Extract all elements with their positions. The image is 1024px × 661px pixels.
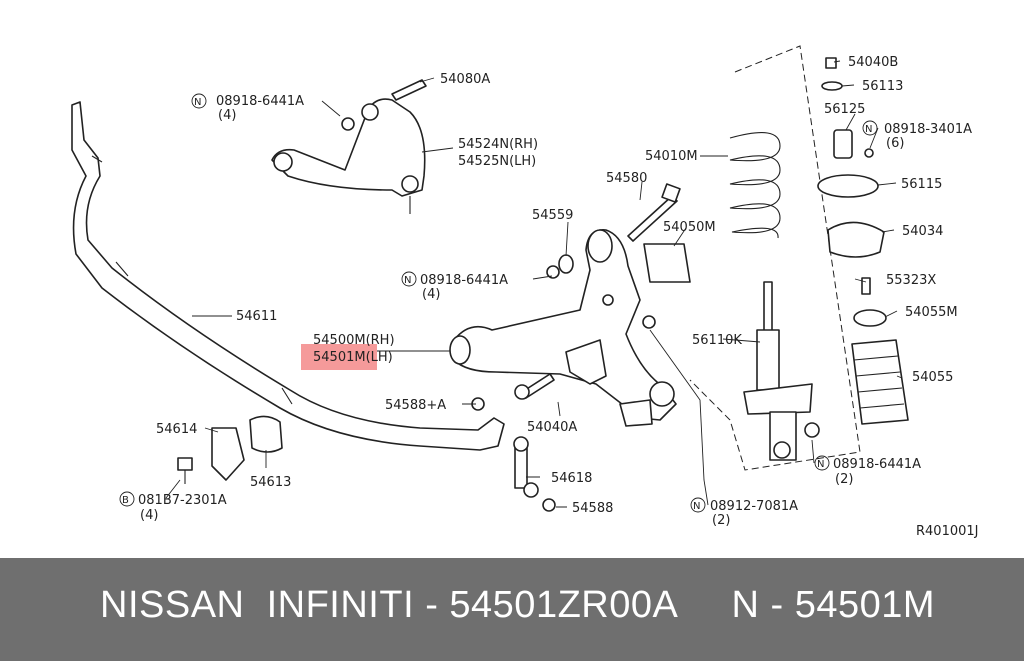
label-54613: 54613 [250, 475, 291, 490]
circle-n-icon: N [404, 275, 411, 286]
label-54580: 54580 [606, 171, 647, 186]
label-54080A: 54080A [440, 72, 490, 87]
label-08912-7081A: 08912-7081A [710, 499, 798, 514]
label-54040B: 54040B [848, 55, 898, 70]
label-08918-6441A-bottom: 08918-6441A [833, 457, 921, 472]
label-08918-6441A-top: 08918-6441A [216, 94, 304, 109]
label-56115: 56115 [901, 177, 942, 192]
qty-081B7-2301A: (4) [140, 508, 158, 523]
label-54055M: 54055M [905, 305, 958, 320]
part-number-footer: NISSAN INFINITI - 54501ZR00A N - 54501M [0, 558, 1024, 661]
qty-08918-3401A: (6) [886, 136, 904, 151]
part-labels: 54080A N 08918-6441A (4) 54524N(RH) 5452… [119, 55, 979, 539]
stabilizer-bar-drawing [71, 101, 505, 451]
label-54055: 54055 [912, 370, 953, 385]
circle-b-icon: B [122, 495, 129, 506]
label-54588: 54588 [572, 501, 613, 516]
label-08918-6441A-mid: 08918-6441A [420, 273, 508, 288]
label-54559: 54559 [532, 208, 573, 223]
circle-n-icon: N [817, 459, 824, 470]
label-54050M: 54050M [663, 220, 716, 235]
circle-n-icon: N [194, 97, 201, 108]
qty-08918-6441A-mid: (4) [422, 287, 440, 302]
label-56110K: 56110K [692, 333, 742, 348]
reference-code: R401001J [916, 524, 979, 539]
circle-n-icon: N [865, 124, 872, 135]
leader-lines [165, 60, 903, 508]
label-54500M: 54500M(RH) [313, 333, 395, 348]
footer-part-numbers: NISSAN INFINITI - 54501ZR00A N - 54501M [100, 584, 936, 626]
lower-link-drawing [449, 229, 677, 427]
label-08918-3401A: 08918-3401A [884, 122, 972, 137]
label-54614: 54614 [156, 422, 197, 437]
upper-link-drawing [271, 79, 427, 214]
label-55323X: 55323X [886, 273, 936, 288]
label-54611: 54611 [236, 309, 277, 324]
qty-08918-6441A-top: (4) [218, 108, 236, 123]
label-54010M: 54010M [645, 149, 698, 164]
circle-n-icon: N [693, 501, 700, 512]
qty-08918-6441A-bottom: (2) [835, 472, 853, 487]
label-081B7-2301A: 081B7-2301A [138, 493, 227, 508]
label-54525N: 54525N(LH) [458, 154, 536, 169]
label-54040A: 54040A [527, 420, 577, 435]
strut-assembly-drawing [689, 45, 909, 471]
suspension-exploded-diagram: 54080A N 08918-6441A (4) 54524N(RH) 5452… [71, 45, 979, 539]
label-54618: 54618 [551, 471, 592, 486]
label-54524N: 54524N(RH) [458, 137, 538, 152]
highlighted-part-box [301, 344, 377, 370]
label-54034: 54034 [902, 224, 943, 239]
label-54501M-highlighted: 54501M(LH) [313, 350, 393, 365]
qty-08912-7081A: (2) [712, 513, 730, 528]
label-56113: 56113 [862, 79, 903, 94]
label-56125: 56125 [824, 102, 865, 117]
label-54588A: 54588+A [385, 398, 446, 413]
hardware-drawing [177, 183, 691, 512]
